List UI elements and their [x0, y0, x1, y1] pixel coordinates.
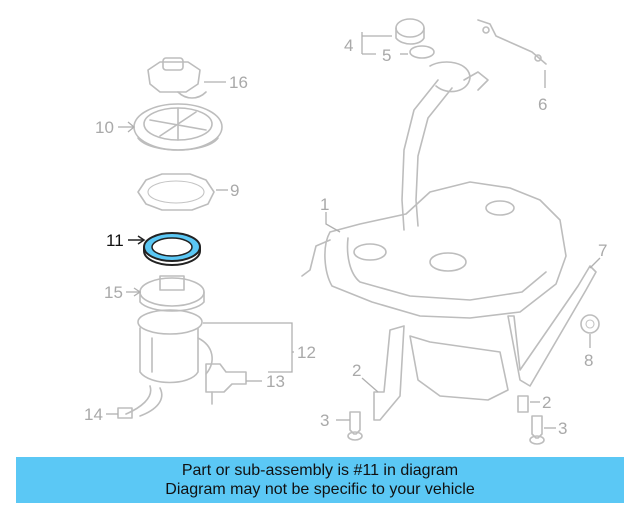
callout-10: 10 — [95, 118, 114, 137]
callout-8: 8 — [584, 351, 593, 370]
part-8-grommet — [580, 314, 600, 334]
part-12-pump-assembly — [117, 309, 213, 419]
part-5-cap-seal — [409, 45, 435, 59]
part-4-fuel-cap — [395, 18, 425, 45]
part-10-lock-ring — [133, 103, 223, 151]
callout-9: 9 — [230, 181, 239, 200]
part-6-vent-line — [477, 19, 547, 65]
callout-5: 5 — [382, 46, 391, 65]
callout-3-right: 3 — [558, 419, 567, 438]
part-7-strap — [409, 265, 597, 401]
callout-13: 13 — [266, 372, 285, 391]
callout-2-right: 2 — [542, 393, 551, 412]
part-15-pump-flange — [139, 275, 205, 312]
callout-6: 6 — [538, 95, 547, 114]
part-3-bolt-right — [529, 415, 545, 445]
callout-11: 11 — [106, 231, 124, 250]
callout-14: 14 — [84, 405, 103, 424]
part-1-fuel-tank — [301, 181, 567, 319]
callout-1: 1 — [320, 195, 329, 214]
part-11-gasket — [143, 232, 201, 266]
callout-15: 15 — [104, 283, 123, 302]
part-filler-neck — [401, 61, 489, 231]
info-banner: Part or sub-assembly is #11 in diagram D… — [16, 457, 624, 503]
callout-2-left: 2 — [352, 361, 361, 380]
callout-7: 7 — [598, 241, 607, 260]
banner-line-2: Diagram may not be specific to your vehi… — [165, 481, 475, 498]
part-16-connector — [147, 57, 207, 99]
part-2-bracket-right — [517, 395, 529, 413]
callout-12: 12 — [297, 343, 316, 362]
part-2-bracket-left — [373, 325, 405, 421]
part-9-seal — [137, 173, 215, 211]
parts-diagram: 16 10 9 11 15 — [84, 18, 607, 445]
banner-line-1: Part or sub-assembly is #11 in diagram — [181, 462, 459, 479]
callout-3-left: 3 — [320, 411, 329, 430]
callout-16: 16 — [229, 73, 248, 92]
part-13-bracket — [205, 363, 247, 405]
part-3-bolt-left — [347, 411, 363, 441]
callout-4: 4 — [344, 36, 353, 55]
